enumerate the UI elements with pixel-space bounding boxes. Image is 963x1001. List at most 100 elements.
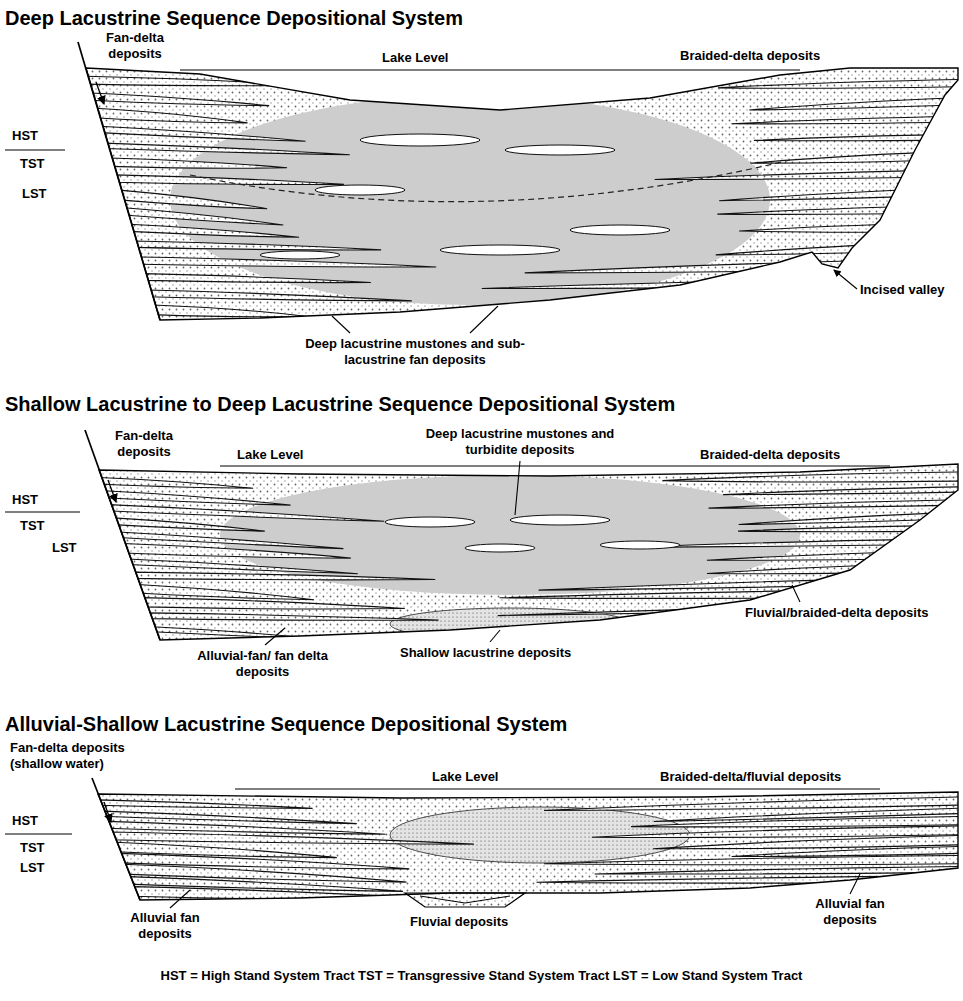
sand-tongue [631, 816, 963, 827]
fluvial-channel [405, 893, 525, 907]
system-tract-label: HST [12, 492, 38, 508]
sand-tongue [707, 550, 963, 560]
panel-title: Shallow Lacustrine to Deep Lacustrine Se… [5, 392, 675, 416]
sand-tongue [592, 826, 963, 838]
sediment-arrow [108, 480, 116, 502]
sequence-boundary [190, 160, 790, 202]
sand-tongue [739, 512, 963, 525]
mud-lens [385, 517, 475, 527]
mud-lens [505, 145, 615, 155]
sand-tongue [98, 800, 313, 809]
basin-section [5, 42, 963, 320]
sediment-arrow [104, 802, 111, 822]
deposit-label: Braided-delta deposits [700, 447, 840, 463]
mud-lens [315, 185, 405, 195]
sand-tongue [124, 208, 283, 225]
sand-tongue [723, 487, 963, 495]
mud-lens [260, 251, 340, 259]
lake-level-label: Lake Level [430, 769, 501, 785]
mud-lens [465, 544, 535, 552]
sand-tongue [707, 562, 963, 573]
sand-tongue [114, 518, 265, 531]
sand-tongue [90, 93, 269, 106]
lake-level-line [235, 788, 880, 789]
system-tract-label: TST [20, 518, 45, 534]
system-tract-label: LST [52, 540, 77, 556]
basin-fill [98, 792, 963, 901]
sand-tongue [100, 126, 306, 141]
sand-tongue [717, 205, 963, 214]
panel-title: Alluvial-Shallow Lacustrine Sequence Dep… [5, 712, 567, 736]
feature-label: Incised valley [860, 282, 945, 298]
deposit-label: Shallow lacustrine deposits [400, 645, 571, 661]
sand-tongue [536, 876, 963, 883]
sand-tongue [544, 797, 963, 811]
lake-level-label: Lake Level [235, 447, 306, 463]
basin-section [5, 778, 963, 907]
system-tract-label: TST [20, 840, 45, 856]
tract-boundary [5, 149, 65, 150]
sand-tongue [104, 491, 291, 505]
deposit-label: Fluvial deposits [410, 914, 508, 930]
tract-boundary [5, 833, 72, 834]
system-tract-label: HST [12, 813, 38, 829]
leader-line [850, 874, 860, 894]
sand-tongue [134, 241, 381, 250]
sand-tongue [95, 108, 248, 123]
mud-lens [570, 225, 670, 235]
lake-level-line [180, 69, 800, 70]
sand-tongue [716, 241, 963, 255]
deposit-label: Fan-delta deposits [104, 428, 184, 460]
sand-tongue [153, 305, 306, 317]
deposit-label: Braided-delta deposits [680, 48, 820, 64]
deposit-label: Alluvial fan deposits [115, 910, 215, 942]
sand-tongue [749, 97, 963, 110]
sand-tongue [738, 525, 963, 532]
deposit-label: Deep lacustrine mustones and sub-lacustr… [300, 336, 530, 368]
mud-lens [360, 134, 480, 146]
sand-tongue [539, 576, 963, 590]
sand-tongue [105, 143, 350, 155]
sand-tongue [129, 224, 299, 237]
sand-tongue [732, 846, 963, 856]
sand-tongue [709, 500, 963, 509]
lake-level-label: Lake Level [380, 50, 451, 66]
basin-outline [86, 68, 958, 320]
system-tract-label: LST [20, 860, 45, 876]
channel-fill-line [420, 896, 510, 903]
mud-lens [510, 515, 610, 525]
sand-tongue [138, 584, 314, 599]
fault-line [92, 778, 140, 900]
sand-tongue [143, 274, 371, 283]
fault-line [85, 430, 160, 640]
system-tract-label: HST [12, 128, 38, 144]
deposit-label: Alluvial fan deposits [800, 896, 900, 928]
sand-tongue [123, 544, 351, 559]
sand-tongue [114, 175, 344, 185]
sand-tongue [85, 76, 303, 86]
sand-tongue [106, 821, 385, 834]
mud-lens [440, 245, 560, 255]
tract-boundary [5, 511, 80, 512]
sand-tongue [544, 855, 963, 864]
system-tract-label: TST [20, 156, 45, 172]
sand-tongue [109, 505, 384, 522]
mudstone-body [170, 95, 770, 305]
sand-tongue [739, 223, 963, 233]
leader-line [490, 630, 500, 642]
deposit-label: Deep lacustrine mustones and turbidite d… [425, 426, 615, 458]
deposit-label: Fan-delta deposits [95, 30, 175, 62]
leader-line [792, 585, 800, 602]
sand-tongue [653, 835, 963, 849]
sand-tongue [128, 559, 358, 574]
panel-title: Deep Lacustrine Sequence Depositional Sy… [5, 6, 463, 30]
basin-section [5, 430, 963, 640]
sand-tongue [102, 811, 357, 824]
basin-fill [99, 464, 963, 640]
deposit-label: Fan-delta deposits (shallow water) [10, 740, 160, 772]
basin-outline [98, 792, 958, 900]
caption: HST = High Stand System Tract TST = Tran… [0, 968, 963, 984]
leader-line [470, 306, 498, 333]
sand-tongue [109, 158, 287, 168]
